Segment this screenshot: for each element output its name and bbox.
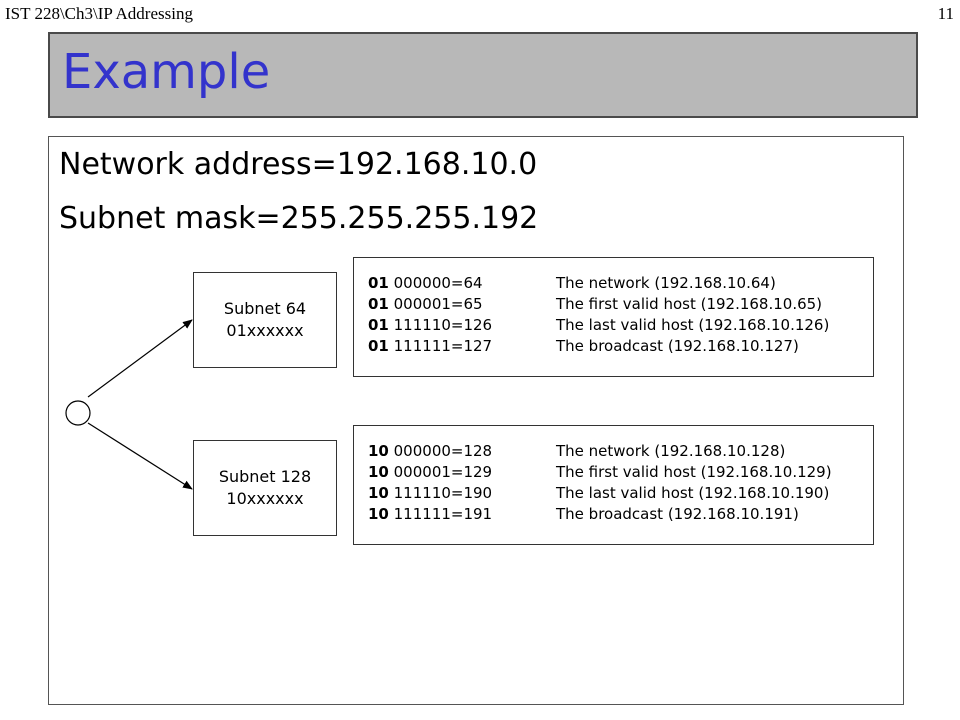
- connector-to-subnet-64: [87, 319, 193, 398]
- connector-to-subnet-128: [87, 422, 193, 490]
- subnet-64-box: Subnet 64 01xxxxxx: [193, 272, 337, 368]
- binary-value: 111110=126: [388, 316, 493, 334]
- bit-prefix: 01: [368, 295, 389, 313]
- subnet-64-pattern: 01xxxxxx: [226, 321, 304, 340]
- subnet-128-pattern: 10xxxxxx: [226, 489, 304, 508]
- root-node-circle: [65, 400, 91, 426]
- row-description: The last valid host (192.168.10.190): [556, 484, 830, 502]
- content-area: Network address=192.168.10.0 Subnet mask…: [48, 136, 904, 705]
- detail-row: 10 000000=128 The network (192.168.10.128…: [368, 441, 873, 462]
- binary-value: 000001=65: [388, 295, 483, 313]
- row-description: The first valid host (192.168.10.65): [556, 295, 823, 313]
- binary-value: 000001=129: [388, 463, 493, 481]
- binary-value: 111110=190: [388, 484, 493, 502]
- subnet-128-details: 10 000000=128 The network (192.168.10.128…: [353, 425, 874, 545]
- detail-row: 01 111111=127 The broadcast (192.168.10.1…: [368, 336, 873, 357]
- detail-row: 10 111111=191 The broadcast (192.168.10.1…: [368, 504, 873, 525]
- bit-prefix: 10: [368, 442, 389, 460]
- row-description: The last valid host (192.168.10.126): [556, 316, 830, 334]
- tree-connectors: [65, 319, 193, 490]
- detail-row: 10 111110=190 The last valid host (192.16…: [368, 483, 873, 504]
- binary-value: 000000=64: [388, 274, 483, 292]
- detail-row: 01 000000=64 The network (192.168.10.64): [368, 273, 873, 294]
- subnet-64-name: Subnet 64: [223, 299, 307, 318]
- binary-value: 111111=127: [388, 337, 493, 355]
- slide-number: 11: [937, 4, 954, 23]
- row-description: The broadcast (192.168.10.127): [556, 337, 799, 355]
- subnet-128-name: Subnet 128: [218, 467, 312, 486]
- bit-prefix: 10: [368, 505, 389, 523]
- row-description: The network (192.168.10.128): [556, 442, 786, 460]
- slide-header-course: IST 228\Ch3\IP Addressing: [5, 4, 193, 23]
- bit-prefix: 10: [368, 484, 389, 502]
- binary-value: 000000=128: [388, 442, 493, 460]
- bit-prefix: 01: [368, 274, 389, 292]
- row-description: The network (192.168.10.64): [556, 274, 776, 292]
- bit-prefix: 01: [368, 337, 389, 355]
- detail-row: 01 000001=65 The first valid host (192.16…: [368, 294, 873, 315]
- binary-value: 111111=191: [388, 505, 493, 523]
- network-address-text: Network address=192.168.10.0: [59, 147, 538, 182]
- detail-row: 10 000001=129 The first valid host (192.1…: [368, 462, 873, 483]
- detail-row: 01 111110=126 The last valid host (192.16…: [368, 315, 873, 336]
- bit-prefix: 10: [368, 463, 389, 481]
- slide-title: Example: [62, 44, 271, 100]
- subnet-128-box: Subnet 128 10xxxxxx: [193, 440, 337, 536]
- title-bar: Example: [48, 32, 918, 118]
- subnet-mask-text: Subnet mask=255.255.255.192: [59, 201, 539, 236]
- bit-prefix: 01: [368, 316, 389, 334]
- row-description: The broadcast (192.168.10.191): [556, 505, 799, 523]
- row-description: The first valid host (192.168.10.129): [556, 463, 832, 481]
